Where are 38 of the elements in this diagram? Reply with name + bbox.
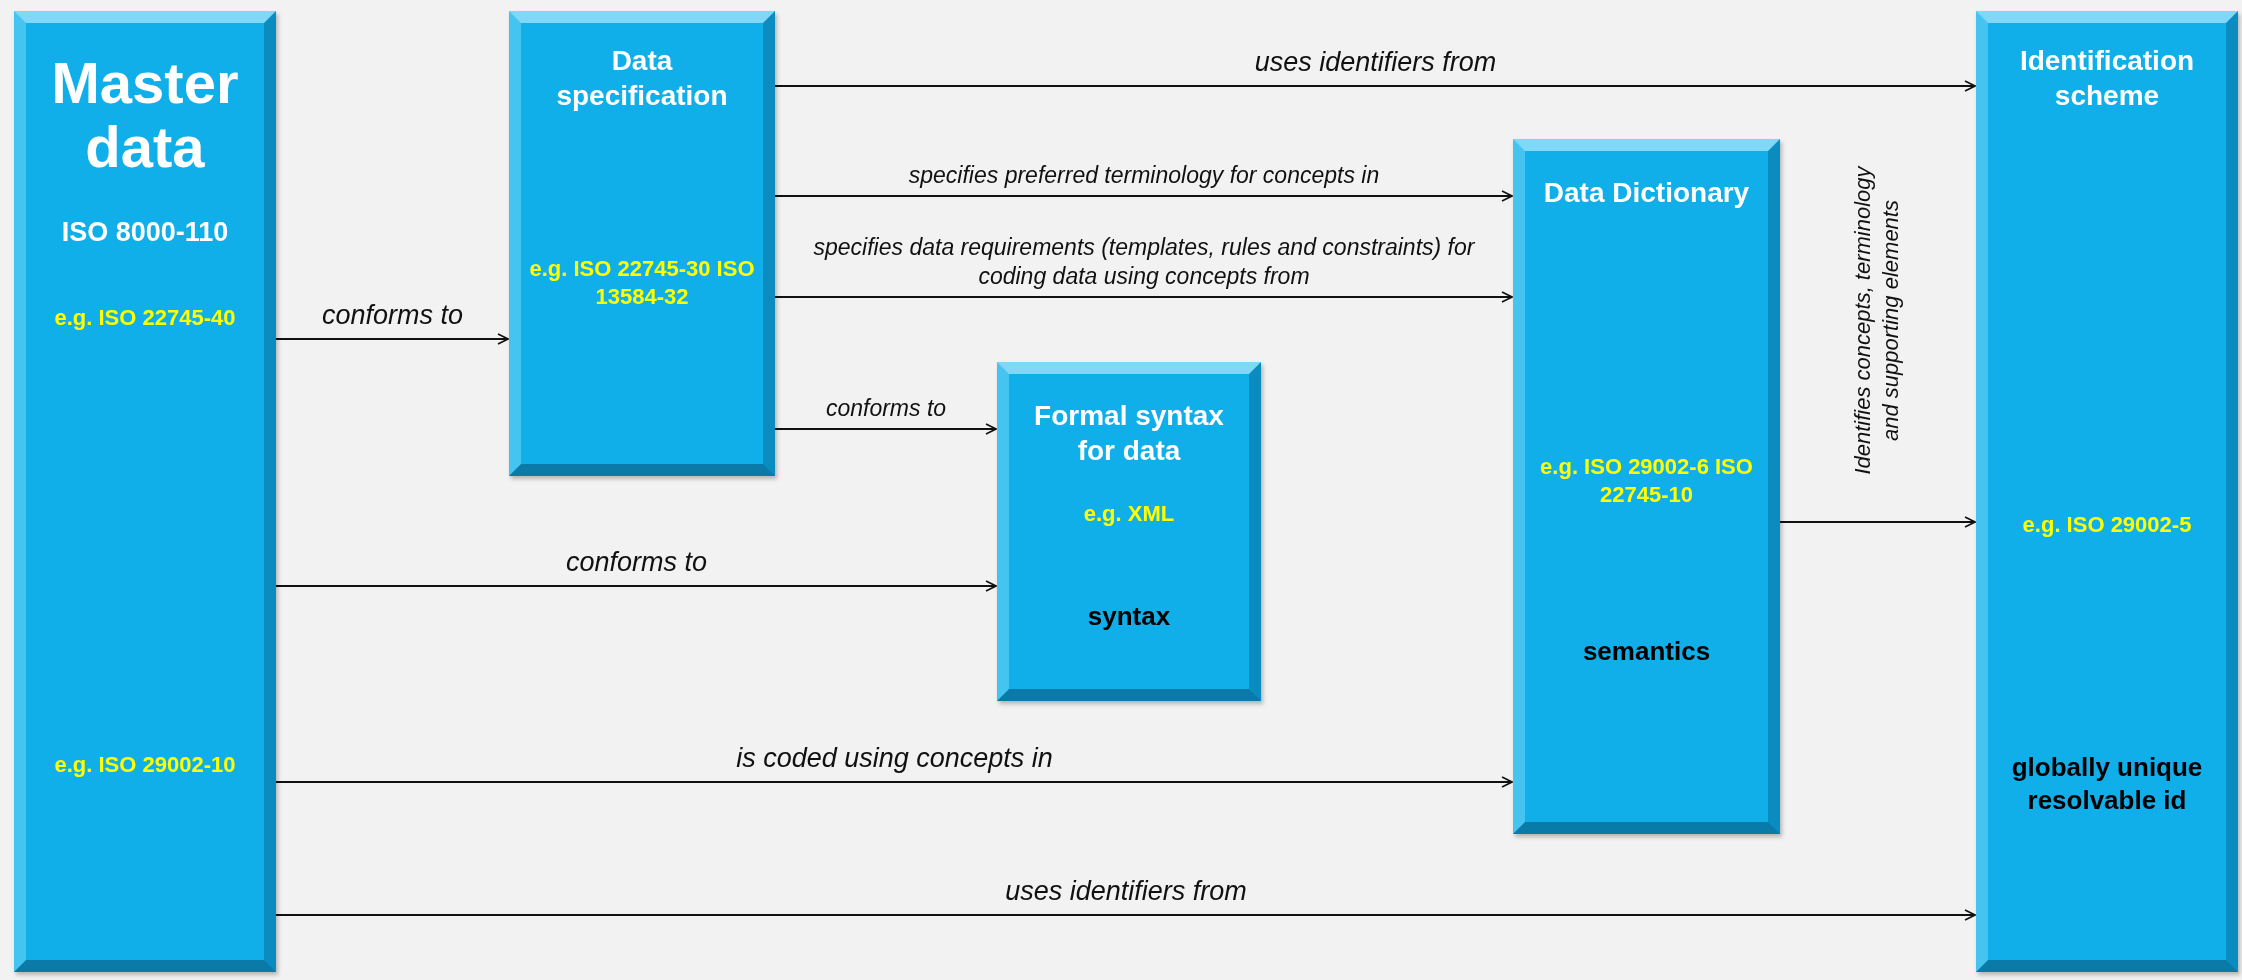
arrow xyxy=(1779,516,1976,528)
arrow xyxy=(774,291,1513,303)
example-reference: e.g. ISO 22745-40 xyxy=(53,304,237,332)
arrow xyxy=(774,190,1513,202)
process-box xyxy=(509,11,775,476)
arrow xyxy=(275,333,509,345)
example-reference: e.g. ISO 29002-6 ISO 22745-10 xyxy=(1539,453,1754,508)
arrow xyxy=(275,776,1513,788)
edge-label: uses identifiers from xyxy=(1004,875,1248,908)
box-note: syntax xyxy=(1086,600,1172,633)
edge-label: is coded using concepts in xyxy=(735,742,1054,775)
box-title: Data specification xyxy=(555,44,729,113)
arrow xyxy=(774,80,1976,92)
example-reference: e.g. ISO 29002-10 xyxy=(53,751,237,779)
box-title: Data Dictionary xyxy=(1542,176,1751,210)
process-box xyxy=(14,11,276,972)
box-title: Formal syntax for data xyxy=(1033,399,1225,468)
edge-label: uses identifiers from xyxy=(1253,46,1498,79)
box-note: semantics xyxy=(1581,635,1712,668)
example-reference: e.g. ISO 29002-5 xyxy=(2021,511,2193,539)
example-reference: e.g. ISO 22745-30 ISO 13584-32 xyxy=(528,255,756,310)
example-reference: e.g. XML xyxy=(1082,500,1176,528)
process-box xyxy=(1513,139,1780,834)
edge-label: conforms to xyxy=(320,299,465,332)
box-title: Identification scheme xyxy=(2018,44,2196,113)
standard-reference: ISO 8000-110 xyxy=(60,216,230,249)
process-box xyxy=(997,362,1261,701)
edge-label: specifies data requirements (templates, rules and constraints) for coding data using concepts from xyxy=(812,233,1476,291)
arrow xyxy=(275,909,1976,921)
process-box xyxy=(1976,11,2238,972)
box-note: globally unique resolvable id xyxy=(2010,751,2204,816)
arrow xyxy=(275,580,997,592)
arrow xyxy=(774,423,997,435)
box-title: Master data xyxy=(50,51,240,179)
edge-label: specifies preferred terminology for concepts in xyxy=(907,161,1381,190)
edge-label: Identifies concepts, terminology and supporting elements xyxy=(1848,164,1904,477)
edge-label: conforms to xyxy=(824,394,948,423)
edge-label: conforms to xyxy=(564,546,709,579)
